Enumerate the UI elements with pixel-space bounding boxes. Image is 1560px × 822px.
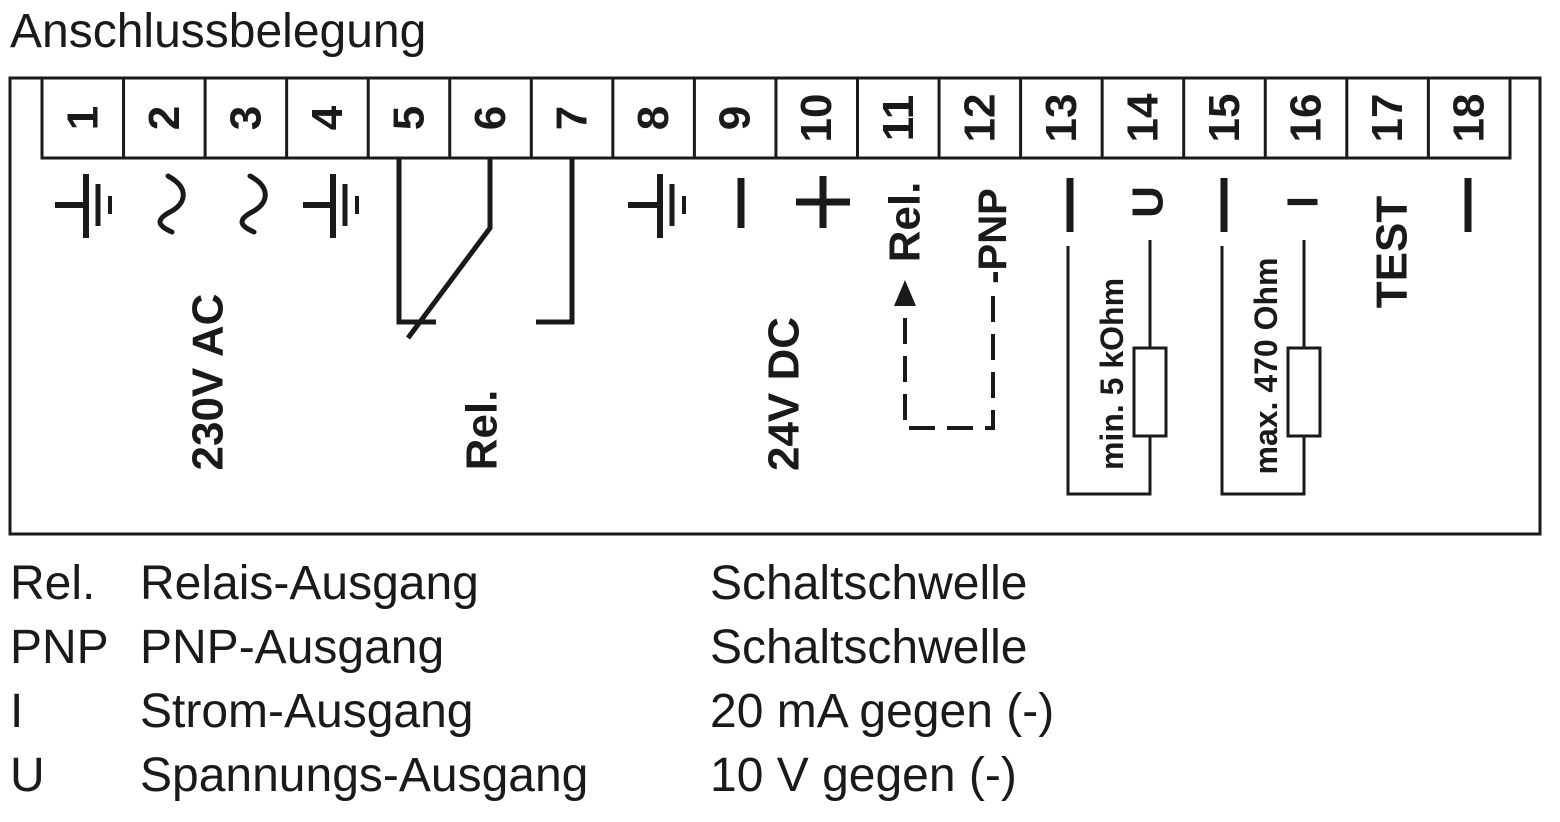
legend-description: Spannungs-Ausgang bbox=[140, 749, 589, 802]
pnp-relay-link bbox=[903, 290, 995, 430]
terminal-number-14: 14 bbox=[1118, 93, 1167, 142]
label-relay-output: Rel. bbox=[881, 182, 930, 263]
terminal-number-12: 12 bbox=[955, 94, 1004, 143]
voltage-load-wire bbox=[1066, 246, 1152, 496]
arrow-up-icon bbox=[894, 280, 916, 306]
terminal-number-8: 8 bbox=[629, 106, 678, 130]
terminal-number-2: 2 bbox=[140, 106, 189, 130]
relay-contact-symbol bbox=[396, 158, 575, 340]
terminal-number-11: 11 bbox=[874, 95, 923, 142]
current-load-wire bbox=[1220, 246, 1306, 496]
label-current-load: max. 470 Ohm bbox=[1248, 258, 1284, 475]
terminal-number-16: 16 bbox=[1282, 94, 1331, 143]
terminal-number-6: 6 bbox=[466, 106, 515, 130]
terminal-number-1: 1 bbox=[58, 106, 107, 130]
legend-abbr: Rel. bbox=[10, 557, 96, 610]
terminal-dividers bbox=[122, 78, 1430, 158]
terminal-number-7: 7 bbox=[548, 106, 597, 130]
terminal-number-4: 4 bbox=[303, 105, 352, 130]
plus-icon bbox=[796, 176, 850, 228]
terminal-number-13: 13 bbox=[1037, 94, 1086, 143]
legend-abbr: U bbox=[10, 749, 45, 802]
terminal-number-17: 17 bbox=[1363, 94, 1412, 143]
legend-abbr: I bbox=[10, 685, 24, 738]
label-test: TEST bbox=[1368, 196, 1417, 309]
legend-description: Relais-Ausgang bbox=[140, 557, 479, 610]
terminal-number-10: 10 bbox=[792, 94, 841, 143]
legend-note: 10 V gegen (-) bbox=[710, 749, 1017, 802]
terminal-number-15: 15 bbox=[1200, 94, 1249, 143]
label-relay: Rel. bbox=[458, 390, 507, 471]
label-voltage-load: min. 5 kOhm bbox=[1094, 278, 1130, 470]
ground-icon bbox=[303, 174, 359, 238]
voltage-load-resistor bbox=[1132, 346, 1168, 438]
ground-icon bbox=[55, 174, 112, 238]
legend-description: PNP-Ausgang bbox=[140, 621, 445, 674]
ac-icon bbox=[157, 173, 186, 235]
label-230v-ac: 230V AC bbox=[184, 294, 233, 471]
terminal-number-9: 9 bbox=[711, 106, 760, 130]
terminal-number-5: 5 bbox=[384, 106, 433, 130]
terminal-number-3: 3 bbox=[221, 106, 270, 130]
current-load-resistor bbox=[1286, 346, 1322, 438]
ac-icon bbox=[239, 173, 268, 235]
legend-note: 20 mA gegen (-) bbox=[710, 685, 1055, 738]
ground-icon bbox=[628, 174, 686, 238]
voltage-output-symbol: U bbox=[1124, 186, 1173, 218]
legend-note: Schaltschwelle bbox=[710, 557, 1028, 610]
diagram-title: Anschlussbelegung bbox=[10, 5, 427, 58]
legend-description: Strom-Ausgang bbox=[140, 685, 474, 738]
current-output-symbol: I bbox=[1279, 196, 1328, 208]
label-pnp-output: -PNP bbox=[971, 188, 1015, 284]
label-24v-dc: 24V DC bbox=[760, 317, 809, 471]
terminal-number-18: 18 bbox=[1445, 94, 1494, 143]
legend-note: Schaltschwelle bbox=[710, 621, 1028, 674]
legend-abbr: PNP bbox=[10, 621, 109, 674]
